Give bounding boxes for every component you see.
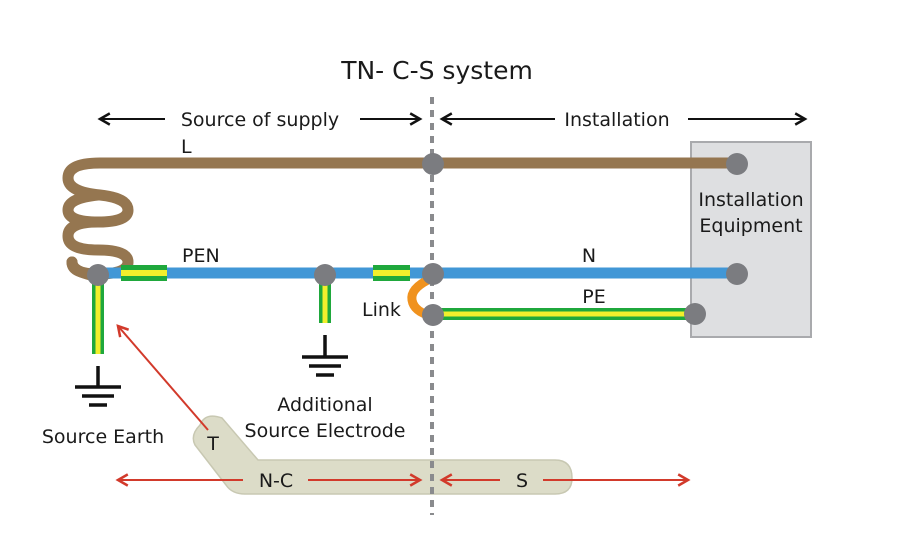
code-s-label: S xyxy=(516,470,528,492)
equipment-pe-terminal xyxy=(684,303,706,325)
additional-electrode-label-line1: Additional xyxy=(277,394,372,416)
equipment-line-terminal xyxy=(726,153,748,175)
line-conductor-label: L xyxy=(181,136,192,158)
source-star-node xyxy=(87,264,109,286)
line-boundary-node xyxy=(422,153,444,175)
installation-equipment-box xyxy=(690,141,812,338)
source-earth-label: Source Earth xyxy=(42,426,164,448)
source-earth-symbol xyxy=(75,366,121,407)
pen-conductor-label: PEN xyxy=(182,245,220,267)
t-pointer-arrow xyxy=(116,324,209,431)
additional-electrode-label-line2: Source Electrode xyxy=(245,420,406,442)
equipment-neutral-terminal xyxy=(726,263,748,285)
protective-earth-label: PE xyxy=(582,286,605,308)
equipment-label-line1: Installation xyxy=(698,189,803,211)
code-nc-label: N-C xyxy=(259,470,293,492)
additional-earth-symbol xyxy=(302,335,348,377)
neutral-conductor-label: N xyxy=(582,245,596,267)
tn-c-s-code-shape xyxy=(192,415,573,495)
code-t-label: T xyxy=(206,433,219,455)
pen-earth-sleeve-2 xyxy=(373,265,410,281)
transformer-coil xyxy=(62,157,442,282)
equipment-label-line2: Equipment xyxy=(699,215,802,237)
pen-earth-sleeve-1 xyxy=(121,265,167,281)
pe-boundary-node xyxy=(422,304,444,326)
additional-electrode-node xyxy=(314,264,336,286)
pen-boundary-node xyxy=(422,263,444,285)
link-label: Link xyxy=(362,299,401,321)
diagram-title: TN- C-S system xyxy=(340,56,533,85)
installation-label: Installation xyxy=(564,109,669,131)
source-of-supply-label: Source of supply xyxy=(181,109,339,131)
